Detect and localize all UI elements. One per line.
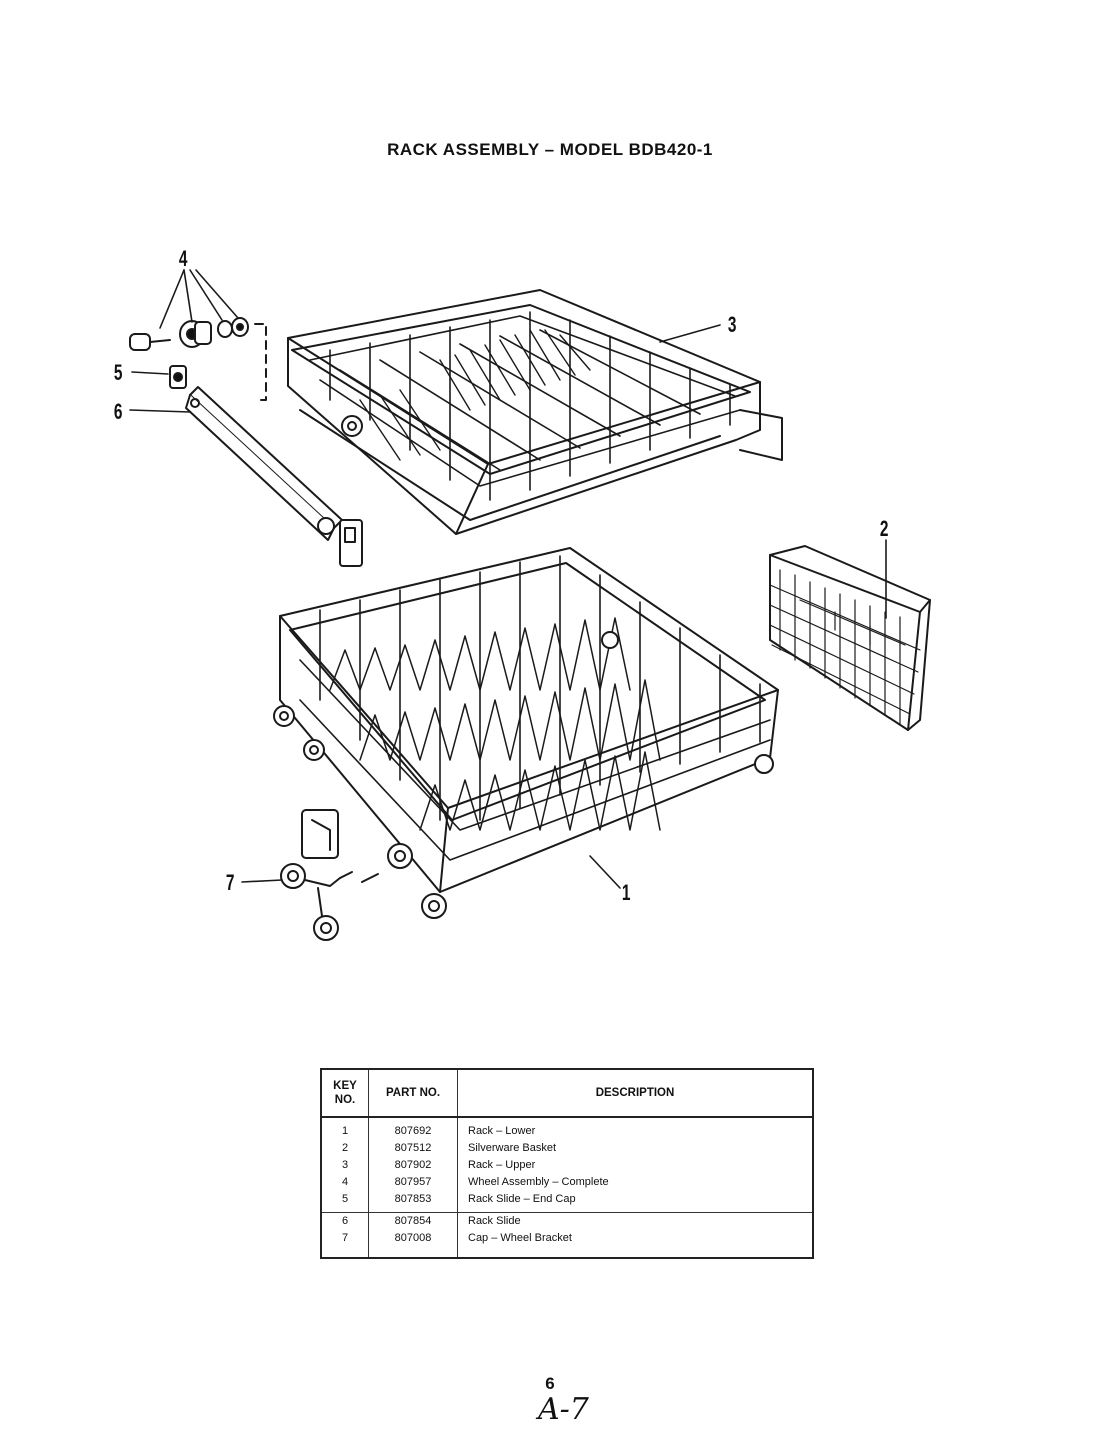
key-no: 5 bbox=[321, 1191, 369, 1213]
description: Rack Slide bbox=[457, 1212, 813, 1230]
part-no-header: PART NO. bbox=[368, 1069, 458, 1118]
callout-2: 2 bbox=[879, 516, 889, 541]
key-no: 4 bbox=[321, 1174, 369, 1191]
callout-1: 1 bbox=[621, 880, 631, 905]
table-row: 1 807692 Rack – Lower bbox=[321, 1117, 813, 1140]
description: Rack – Lower bbox=[468, 1125, 536, 1137]
handwritten-note: A-7 bbox=[538, 1392, 589, 1427]
table-row: 3 807902 Rack – Upper bbox=[321, 1157, 813, 1174]
rack-slide bbox=[185, 386, 363, 567]
part-no: 807854 bbox=[368, 1212, 458, 1230]
part-no: 807512 bbox=[368, 1140, 458, 1157]
table-row: 6 807854 Rack Slide bbox=[321, 1212, 813, 1230]
part-no: 807957 bbox=[368, 1174, 458, 1191]
key-no: 1 bbox=[321, 1117, 369, 1140]
page-number: 6 bbox=[545, 1374, 555, 1393]
rack-slide-end-cap bbox=[169, 365, 187, 389]
upper-rack bbox=[287, 289, 783, 535]
callout-6: 6 bbox=[113, 399, 123, 424]
description: Rack – Upper bbox=[468, 1159, 536, 1171]
callout-3: 3 bbox=[727, 312, 737, 337]
part-no: 807692 bbox=[368, 1117, 458, 1140]
part-no: 807902 bbox=[368, 1157, 458, 1174]
wheel-bracket-cap bbox=[280, 809, 379, 941]
callout-4: 4 bbox=[178, 246, 188, 271]
callout-5: 5 bbox=[113, 360, 123, 385]
key-no: 3 bbox=[321, 1157, 369, 1174]
callout-7: 7 bbox=[225, 870, 235, 895]
lower-rack bbox=[273, 547, 779, 919]
description: Silverware Basket bbox=[468, 1142, 557, 1154]
silverware-basket bbox=[769, 545, 931, 731]
key-no: 6 bbox=[321, 1212, 369, 1230]
table-header-row: KEY NO. PART NO. DESCRIPTION bbox=[321, 1069, 813, 1118]
parts-list-table: KEY NO. PART NO. DESCRIPTION 1 807692 Ra… bbox=[320, 1068, 814, 1259]
part-no: 807853 bbox=[368, 1191, 458, 1213]
page-title: RACK ASSEMBLY – MODEL BDB420-1 bbox=[387, 140, 713, 159]
wheel-assembly-parts bbox=[129, 317, 267, 401]
description: Wheel Assembly – Complete bbox=[468, 1176, 609, 1188]
exploded-parts-diagram bbox=[129, 269, 931, 941]
table-row: 2 807512 Silverware Basket bbox=[321, 1140, 813, 1157]
description: Cap – Wheel Bracket bbox=[468, 1232, 572, 1244]
leader-lines bbox=[129, 269, 887, 889]
key-no: 2 bbox=[321, 1140, 369, 1157]
part-no: 807008 bbox=[368, 1230, 458, 1258]
table-row: 4 807957 Wheel Assembly – Complete bbox=[321, 1174, 813, 1191]
table-row: 7 807008 Cap – Wheel Bracket bbox=[321, 1230, 813, 1258]
key-no-header: KEY NO. bbox=[321, 1069, 369, 1118]
key-no: 7 bbox=[321, 1230, 369, 1258]
table-row: 5 807853 Rack Slide – End Cap bbox=[321, 1191, 813, 1213]
description-header: DESCRIPTION bbox=[457, 1069, 813, 1118]
description: Rack Slide – End Cap bbox=[468, 1193, 576, 1205]
